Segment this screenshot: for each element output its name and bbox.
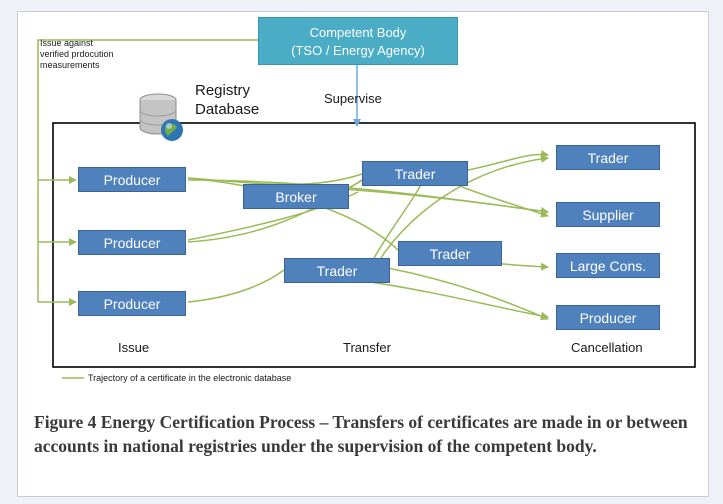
output-large-cons-box: Large Cons. <box>556 253 660 278</box>
producer-box-2: Producer <box>78 230 186 255</box>
registry-frame <box>52 122 696 368</box>
stage-issue: Issue <box>118 340 150 355</box>
issue-note: Issue against verified prdocution measur… <box>40 38 114 71</box>
supervise-label: Supervise <box>324 91 382 106</box>
registry-line1: Registry <box>195 82 251 99</box>
traj-broker-supplier <box>323 187 549 215</box>
competent-body-line2: (TSO / Energy Agency) <box>291 43 425 58</box>
output-producer-box: Producer <box>556 305 660 330</box>
trader-box-middle: Trader <box>398 241 502 266</box>
legend-text: Trajectory of a certificate in the elect… <box>88 373 292 383</box>
issue-note-line1: Issue against <box>40 38 94 48</box>
broker-box: Broker <box>243 184 349 209</box>
issue-note-line3: measurements <box>40 60 100 70</box>
traj-trader-bottom-producer <box>369 281 549 320</box>
trader-box-bottom: Trader <box>284 258 390 283</box>
trader-box-top: Trader <box>362 161 468 186</box>
stage-cancellation: Cancellation <box>571 340 643 355</box>
traj-trader-bottom-producer-2 <box>387 267 549 320</box>
traj-p3-trader-bottom <box>187 269 285 303</box>
stage-transfer: Transfer <box>343 340 391 355</box>
output-trader-box: Trader <box>556 145 660 170</box>
output-supplier-box: Supplier <box>556 202 660 227</box>
producer-box-1: Producer <box>78 167 186 192</box>
database-icon <box>136 92 186 147</box>
traj-trader-top-out-trader <box>467 150 549 171</box>
competent-body-line1: Competent Body <box>309 25 407 40</box>
registry-line2: Database <box>195 101 260 118</box>
issue-note-line2: verified prdocution <box>40 49 114 59</box>
producer-box-3: Producer <box>78 291 186 316</box>
registry-database-label: Registry Database <box>195 81 259 119</box>
figure: Competent Body (TSO / Energy Agency) Iss… <box>17 11 709 497</box>
issue-line <box>37 39 258 302</box>
figure-caption: Figure 4 Energy Certification Process – … <box>34 412 688 456</box>
competent-body-box: Competent Body (TSO / Energy Agency) <box>258 17 458 65</box>
